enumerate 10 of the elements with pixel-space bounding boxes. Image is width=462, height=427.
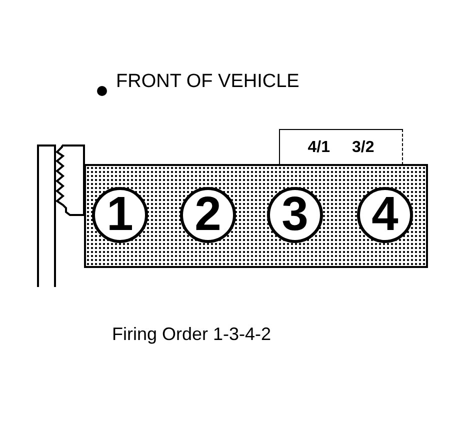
cylinder-number: 1 xyxy=(92,187,148,243)
orientation-label: FRONT OF VEHICLE xyxy=(116,71,300,93)
cylinder-number: 3 xyxy=(267,187,323,243)
cylinder-number: 4 xyxy=(357,187,413,243)
engine-block xyxy=(84,164,428,268)
coil-pack xyxy=(279,129,403,165)
cylinder-pair-label: 3/2 xyxy=(352,138,374,156)
caption: Firing Order 1-3-4-2 xyxy=(112,324,272,345)
cylinder-number: 2 xyxy=(180,187,236,243)
cylinder-pair-label: 4/1 xyxy=(308,138,330,156)
